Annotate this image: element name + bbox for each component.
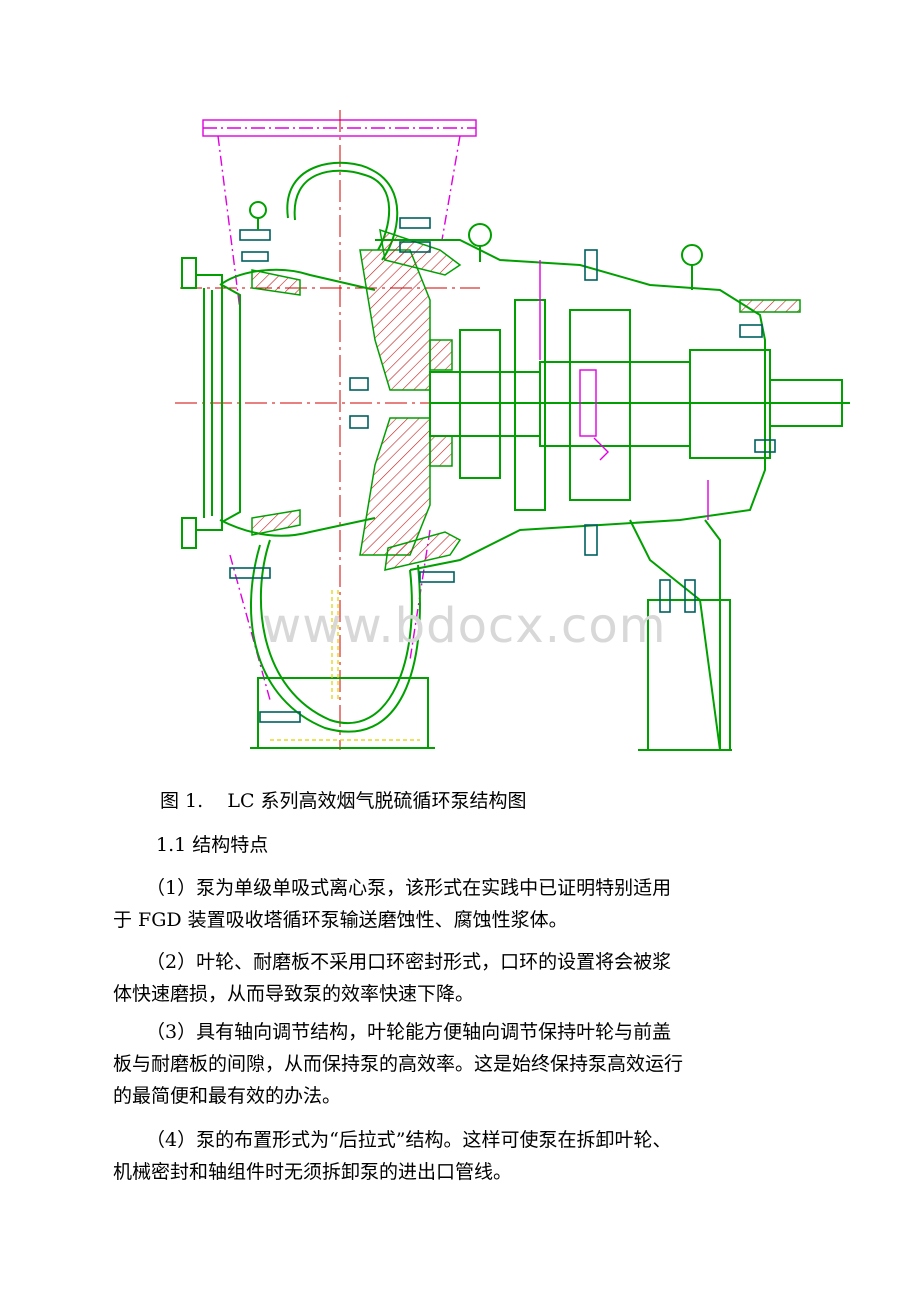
paragraph-line: （4）泵的布置形式为“后拉式”结构。这样可使泵在拆卸叶轮、 [146, 1129, 672, 1151]
paragraph-3: （3）具有轴向调节结构，叶轮能方便轴向调节保持叶轮与前盖 板与耐磨板的间隙，从而… [113, 1016, 803, 1112]
watermark-text: www.bdocx.com [262, 598, 667, 654]
paragraph-line: 的最简便和最有效的办法。 [113, 1085, 342, 1107]
fasteners [229, 217, 776, 723]
paragraph-line: 体快速磨损，从而导致泵的效率快速下降。 [113, 983, 475, 1005]
paragraph-4: （4）泵的布置形式为“后拉式”结构。这样可使泵在拆卸叶轮、 机械密封和轴组件时无… [113, 1124, 803, 1188]
paragraph-line: 机械密封和轴组件时无须拆卸泵的进出口管线。 [113, 1161, 513, 1183]
figure-caption: 图 1. LC 系列高效烟气脱硫循环泵结构图 [160, 790, 527, 812]
section-heading: 1.1 结构特点 [156, 834, 269, 856]
paragraph-line: （3）具有轴向调节结构，叶轮能方便轴向调节保持叶轮与前盖 [146, 1021, 672, 1043]
shaft-key-phantom [539, 260, 709, 520]
volute-casing [219, 161, 435, 749]
paragraph-line: 于 FGD 装置吸收塔循环泵输送磨蚀性、腐蚀性浆体。 [113, 909, 568, 931]
auxiliary-lines [270, 590, 420, 741]
lifting-eyes [249, 201, 703, 290]
centerlines [175, 110, 850, 750]
suction-nozzle [181, 257, 241, 549]
pump-structure-drawing [175, 110, 850, 751]
paragraph-line: （1）泵为单级单吸式离心泵，该形式在实践中已证明特别适用 [146, 877, 672, 899]
paragraph-1: （1）泵为单级单吸式离心泵，该形式在实践中已证明特别适用 于 FGD 装置吸收塔… [113, 872, 803, 936]
paragraph-line: （2）叶轮、耐磨板不采用口环密封形式，口环的设置将会被浆 [146, 951, 672, 973]
paragraph-2: （2）叶轮、耐磨板不采用口环密封形式，口环的设置将会被浆 体快速磨损，从而导致泵… [113, 946, 803, 1010]
paragraph-line: 板与耐磨板的间隙，从而保持泵的高效率。这是始终保持泵高效运行 [113, 1053, 684, 1075]
bearing-frame [375, 239, 850, 751]
